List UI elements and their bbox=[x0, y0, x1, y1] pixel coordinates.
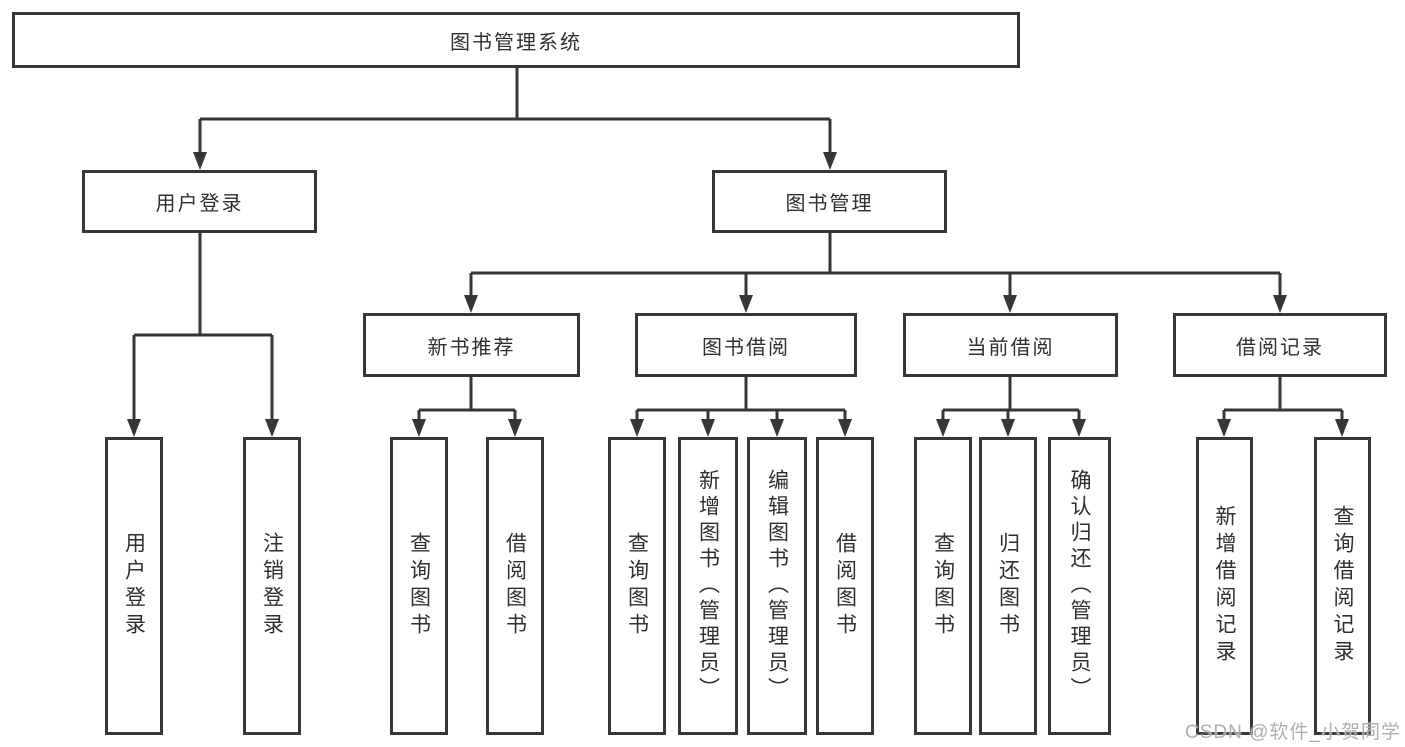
node-user-login-label: 用户登录 bbox=[155, 193, 244, 215]
leaf-add-borrow-record-label: 新增借阅记录 bbox=[1213, 505, 1236, 667]
leaf-query-books-3: 查询图书 bbox=[914, 437, 972, 735]
leaf-borrow-books-1: 借阅图书 bbox=[486, 437, 544, 735]
leaf-query-books-1-label: 查询图书 bbox=[407, 532, 431, 640]
node-current-borrowing-label: 当前借阅 bbox=[966, 336, 1055, 359]
node-library-system-label: 图书管理系统 bbox=[450, 31, 582, 54]
node-current-borrowing: 当前借阅 bbox=[903, 313, 1118, 377]
leaf-logout: 注销登录 bbox=[243, 437, 301, 735]
leaf-confirm-return-admin-label: 确认归还（管理员） bbox=[1068, 469, 1091, 703]
leaf-confirm-return-admin: 确认归还（管理员） bbox=[1048, 437, 1111, 735]
node-library-system: 图书管理系统 bbox=[12, 12, 1020, 68]
watermark: CSDN @软件_小贺同学 bbox=[1185, 717, 1401, 744]
leaf-query-books-2: 查询图书 bbox=[608, 437, 666, 735]
leaf-add-book-admin-label: 新增图书（管理员） bbox=[696, 469, 720, 703]
leaf-query-borrow-record-label: 查询借阅记录 bbox=[1331, 505, 1354, 667]
leaf-add-book-admin: 新增图书（管理员） bbox=[678, 437, 738, 735]
leaf-borrow-books-2-label: 借阅图书 bbox=[833, 532, 857, 640]
node-new-book-recommend: 新书推荐 bbox=[363, 313, 580, 377]
leaf-edit-book-admin-label: 编辑图书（管理员） bbox=[765, 469, 789, 703]
leaf-return-book-label: 归还图书 bbox=[996, 532, 1020, 640]
leaf-query-books-1: 查询图书 bbox=[390, 437, 448, 735]
leaf-borrow-books-2: 借阅图书 bbox=[816, 437, 874, 735]
leaf-user-login-label: 用户登录 bbox=[122, 532, 146, 640]
node-new-book-recommend-label: 新书推荐 bbox=[427, 336, 516, 359]
node-book-management-label: 图书管理 bbox=[785, 193, 874, 215]
node-book-management: 图书管理 bbox=[712, 170, 947, 233]
node-book-borrowing-label: 图书借阅 bbox=[702, 336, 790, 359]
node-borrowing-records: 借阅记录 bbox=[1173, 313, 1387, 377]
leaf-add-borrow-record: 新增借阅记录 bbox=[1196, 437, 1253, 735]
leaf-edit-book-admin: 编辑图书（管理员） bbox=[747, 437, 807, 735]
node-borrowing-records-label: 借阅记录 bbox=[1236, 336, 1324, 359]
node-book-borrowing: 图书借阅 bbox=[635, 313, 857, 377]
node-user-login: 用户登录 bbox=[82, 170, 317, 233]
leaf-logout-label: 注销登录 bbox=[260, 532, 284, 640]
arrowhead-icons bbox=[127, 152, 1349, 437]
leaf-return-book: 归还图书 bbox=[979, 437, 1037, 735]
leaf-query-books-2-label: 查询图书 bbox=[625, 532, 649, 640]
watermark-text: CSDN @软件_小贺同学 bbox=[1185, 722, 1401, 743]
leaf-user-login: 用户登录 bbox=[105, 437, 163, 735]
leaf-query-borrow-record: 查询借阅记录 bbox=[1314, 437, 1371, 735]
connector-paths bbox=[132, 68, 1344, 421]
leaf-query-books-3-label: 查询图书 bbox=[931, 532, 955, 640]
leaf-borrow-books-1-label: 借阅图书 bbox=[503, 532, 527, 640]
